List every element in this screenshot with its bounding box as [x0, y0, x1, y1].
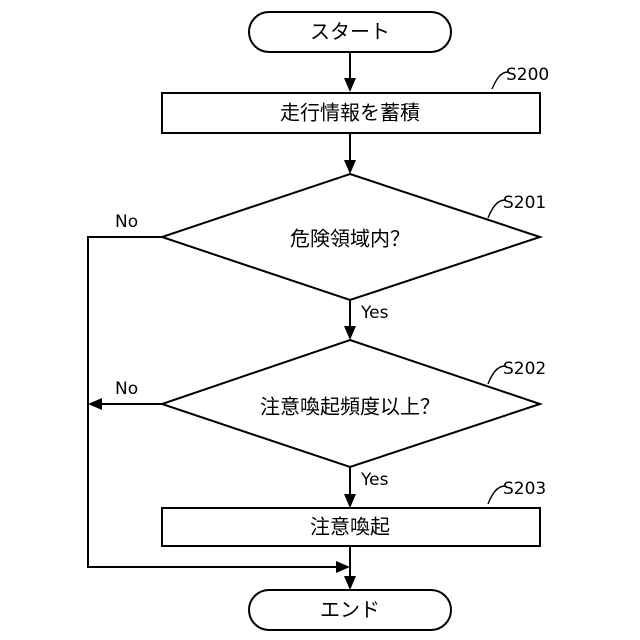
step-id-s201: S201 [503, 193, 546, 213]
arrow-start-to-s200 [344, 52, 356, 92]
step-id-s200: S200 [506, 65, 549, 85]
process-s203-label: 注意喚起 [310, 515, 390, 539]
start-label: スタート [310, 20, 390, 44]
end-label: エンド [320, 598, 380, 622]
arrow-s200-to-s201 [344, 133, 356, 174]
branch-label-s202-no: No [115, 379, 138, 399]
process-s203: 注意喚起 S203 [162, 479, 546, 546]
branch-label-s202-yes: Yes [360, 470, 389, 490]
end-terminal: エンド [249, 590, 451, 630]
step-id-s202: S202 [503, 359, 546, 379]
arrow-s202-no: No [88, 379, 162, 410]
decision-s201: 危険領域内？ S201 [162, 174, 546, 300]
process-s200-label: 走行情報を蓄積 [280, 101, 420, 125]
start-terminal: スタート [249, 12, 451, 52]
decision-s202-label: 注意喚起頻度以上？ [260, 395, 440, 419]
arrow-s201-yes: Yes [344, 300, 389, 340]
arrow-s202-yes: Yes [344, 467, 389, 508]
decision-s201-label: 危険領域内？ [290, 227, 410, 251]
step-id-s203: S203 [503, 479, 546, 499]
branch-label-s201-yes: Yes [360, 303, 389, 323]
process-s200: 走行情報を蓄積 S200 [162, 65, 549, 133]
branch-label-s201-no: No [115, 212, 138, 232]
decision-s202: 注意喚起頻度以上？ S202 [162, 340, 546, 467]
